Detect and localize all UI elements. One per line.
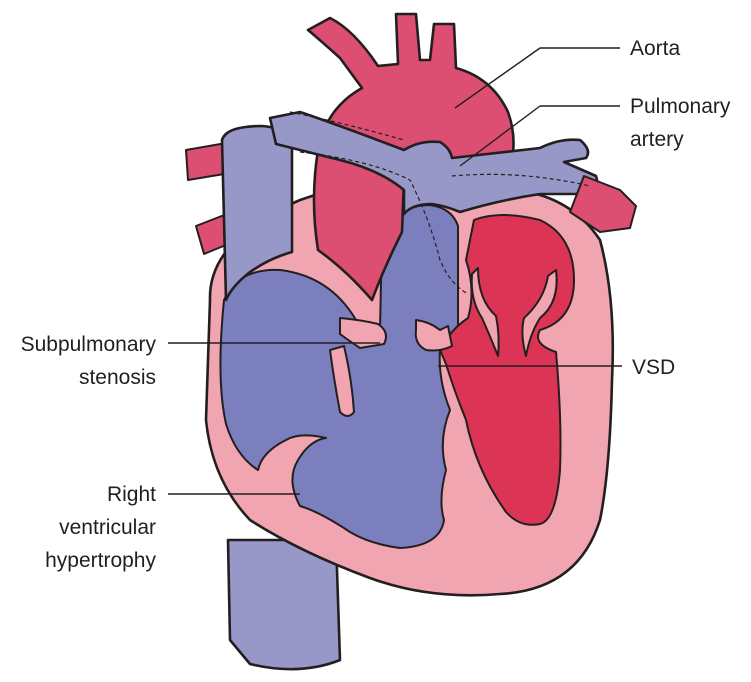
label-vsd: VSD [632, 356, 675, 379]
septal-band [329, 345, 355, 417]
label-pulmonary-artery-line2: artery [630, 128, 684, 151]
subpulmonary-stenosis-wall [339, 317, 387, 349]
label-rv-hypertrophy-line1: Right [107, 483, 156, 506]
mitral-valve-leaflet [521, 269, 558, 357]
inferior-vena-cava [226, 538, 342, 671]
label-subpulmonary-line1: Subpulmonary [21, 333, 157, 356]
mitral-valve-leaflet [470, 267, 500, 357]
label-rv-hypertrophy-line3: hypertrophy [45, 549, 156, 572]
label-subpulmonary-line2: stenosis [79, 366, 156, 389]
superior-vena-cava [220, 124, 294, 302]
leader-line-pulmonary-artery [459, 105, 541, 167]
hidden-vessel-outline [451, 173, 591, 187]
subpulmonary-stenosis-wall [414, 319, 453, 352]
pulmonary-artery-branch [569, 175, 637, 233]
label-aorta: Aorta [630, 37, 681, 60]
leader-line-aorta [454, 47, 541, 109]
hidden-vessel-outline [299, 151, 469, 295]
label-pulmonary-artery-line1: Pulmonary [630, 95, 731, 118]
label-rv-hypertrophy-line2: ventricular [59, 516, 156, 539]
